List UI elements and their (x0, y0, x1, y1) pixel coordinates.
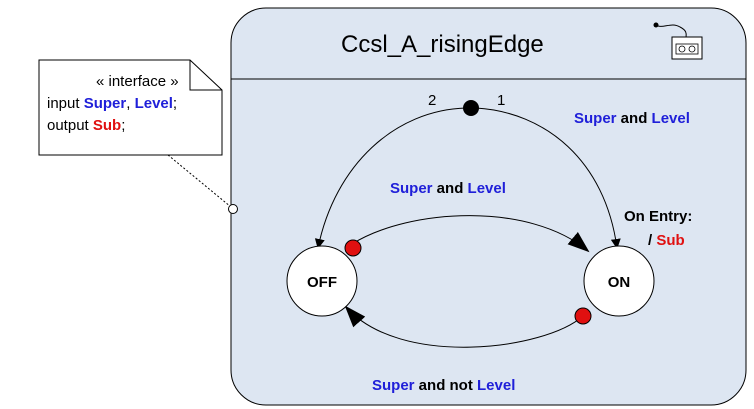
label-var-super: Super (574, 110, 617, 127)
initial-priority-2: 2 (428, 92, 436, 109)
on-entry-action-var: Sub (656, 232, 684, 249)
initial-priority-1: 1 (497, 92, 505, 109)
output-var-sub: Sub (93, 117, 121, 134)
transition-on-to-off[interactable] (344, 305, 584, 348)
label-word: and (433, 180, 468, 197)
label-word: and not (415, 377, 478, 394)
note-input-line: input Super, Level; (47, 95, 177, 112)
initial-pseudostate[interactable] (463, 100, 479, 116)
label-var-super: Super (372, 377, 415, 394)
note-stereotype: « interface » (96, 73, 179, 90)
input-keyword: input (47, 95, 84, 112)
machine-title: Ccsl_A_risingEdge (341, 31, 544, 58)
note-output-line: output Sub; (47, 117, 125, 134)
label-word: and (617, 110, 652, 127)
label-on-to-off: Super and not Level (372, 377, 515, 394)
label-var-super: Super (390, 180, 433, 197)
off-outgoing-priority-dot (344, 239, 362, 257)
input-separator: , (126, 95, 134, 112)
label-var-level: Level (468, 180, 506, 197)
on-entry-label: On Entry: (624, 208, 692, 225)
label-initial-to-on: Super and Level (574, 110, 690, 127)
on-entry-action: / Sub (648, 232, 685, 249)
transition-off-to-on[interactable] (351, 215, 590, 253)
transition-initial-to-off[interactable] (314, 107, 467, 249)
note-connector (167, 154, 232, 208)
input-var-super: Super (84, 95, 127, 112)
output-end: ; (121, 117, 125, 134)
state-on-label: ON (608, 274, 631, 291)
state-on[interactable] (583, 245, 655, 317)
state-machine-container[interactable] (230, 7, 747, 406)
on-entry-action-prefix: / (648, 232, 656, 249)
interface-port[interactable] (228, 204, 238, 214)
tape-recorder-icon (653, 22, 703, 60)
label-var-level: Level (652, 110, 690, 127)
input-end: ; (173, 95, 177, 112)
output-keyword: output (47, 117, 93, 134)
on-outgoing-priority-dot (574, 307, 592, 325)
label-var-level: Level (477, 377, 515, 394)
state-off[interactable] (286, 245, 358, 317)
input-var-level: Level (135, 95, 173, 112)
label-off-to-on: Super and Level (390, 180, 506, 197)
state-off-label: OFF (307, 274, 337, 291)
transition-initial-to-on[interactable] (475, 107, 621, 249)
interface-note[interactable]: « interface » input Super, Level; output… (38, 59, 223, 156)
